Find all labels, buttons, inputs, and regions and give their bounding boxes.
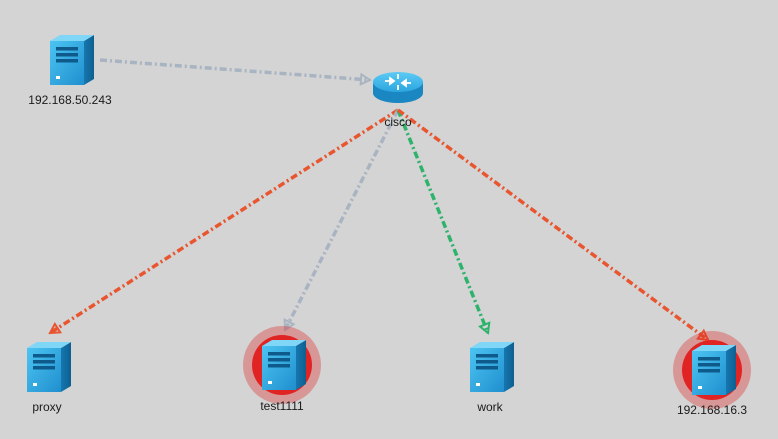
- drive-bay: [476, 366, 498, 370]
- server-side: [726, 345, 736, 395]
- link-line: [99, 58, 371, 82]
- power-led: [33, 383, 37, 386]
- server-top: [470, 342, 514, 348]
- power-led: [476, 383, 480, 386]
- node-proxy[interactable]: proxy: [27, 342, 71, 414]
- node-label: cisco: [384, 115, 412, 129]
- drive-bay: [56, 47, 78, 51]
- router-arrows-icon: [385, 74, 411, 90]
- node-label: test1111: [260, 399, 304, 413]
- link-cisco-proxy[interactable]: [48, 108, 399, 335]
- link-arrowhead: [695, 328, 710, 342]
- drive-bay: [268, 358, 290, 362]
- drive-bay: [698, 357, 720, 361]
- nodes-layer: 192.168.50.243 cisco proxy test1111 work 192.…: [27, 35, 751, 417]
- drive-bay: [268, 364, 290, 368]
- drive-bay: [698, 363, 720, 367]
- link-arrowhead: [478, 321, 491, 335]
- node-n163[interactable]: 192.168.16.3: [673, 331, 751, 417]
- node-test1111[interactable]: test1111: [243, 326, 321, 413]
- link-cisco-test1111[interactable]: [283, 109, 400, 332]
- drive-bay: [698, 369, 720, 373]
- node-n243[interactable]: 192.168.50.243: [28, 35, 112, 107]
- node-cisco[interactable]: cisco: [373, 72, 423, 129]
- server-side: [61, 342, 71, 392]
- server-side: [504, 342, 514, 392]
- links-layer: [48, 58, 710, 342]
- drive-bay: [56, 59, 78, 63]
- link-arrowhead: [359, 72, 373, 86]
- link-arrowhead: [283, 318, 296, 332]
- link-line: [396, 108, 710, 342]
- power-led: [268, 381, 272, 384]
- server-top: [692, 345, 736, 351]
- drive-bay: [33, 354, 55, 358]
- node-work[interactable]: work: [470, 342, 514, 414]
- link-cisco-n163[interactable]: [396, 108, 710, 342]
- server-side: [84, 35, 94, 85]
- server-top: [50, 35, 94, 41]
- link-line: [396, 109, 490, 334]
- node-label: proxy: [32, 400, 61, 414]
- link-cisco-work[interactable]: [396, 109, 491, 335]
- drive-bay: [33, 360, 55, 364]
- drive-bay: [268, 352, 290, 356]
- link-line: [283, 109, 400, 331]
- link-n243-cisco[interactable]: [99, 58, 373, 86]
- router-top: [373, 72, 423, 92]
- node-label: 192.168.16.3: [677, 403, 747, 417]
- link-line: [49, 108, 399, 335]
- server-top: [27, 342, 71, 348]
- node-label: 192.168.50.243: [28, 93, 112, 107]
- drive-bay: [56, 53, 78, 57]
- server-side: [296, 340, 306, 390]
- drive-bay: [476, 354, 498, 358]
- server-top: [262, 340, 306, 346]
- drive-bay: [33, 366, 55, 370]
- drive-bay: [476, 360, 498, 364]
- link-arrowhead: [48, 321, 63, 335]
- power-led: [698, 386, 702, 389]
- power-led: [56, 76, 60, 79]
- node-label: work: [476, 400, 503, 414]
